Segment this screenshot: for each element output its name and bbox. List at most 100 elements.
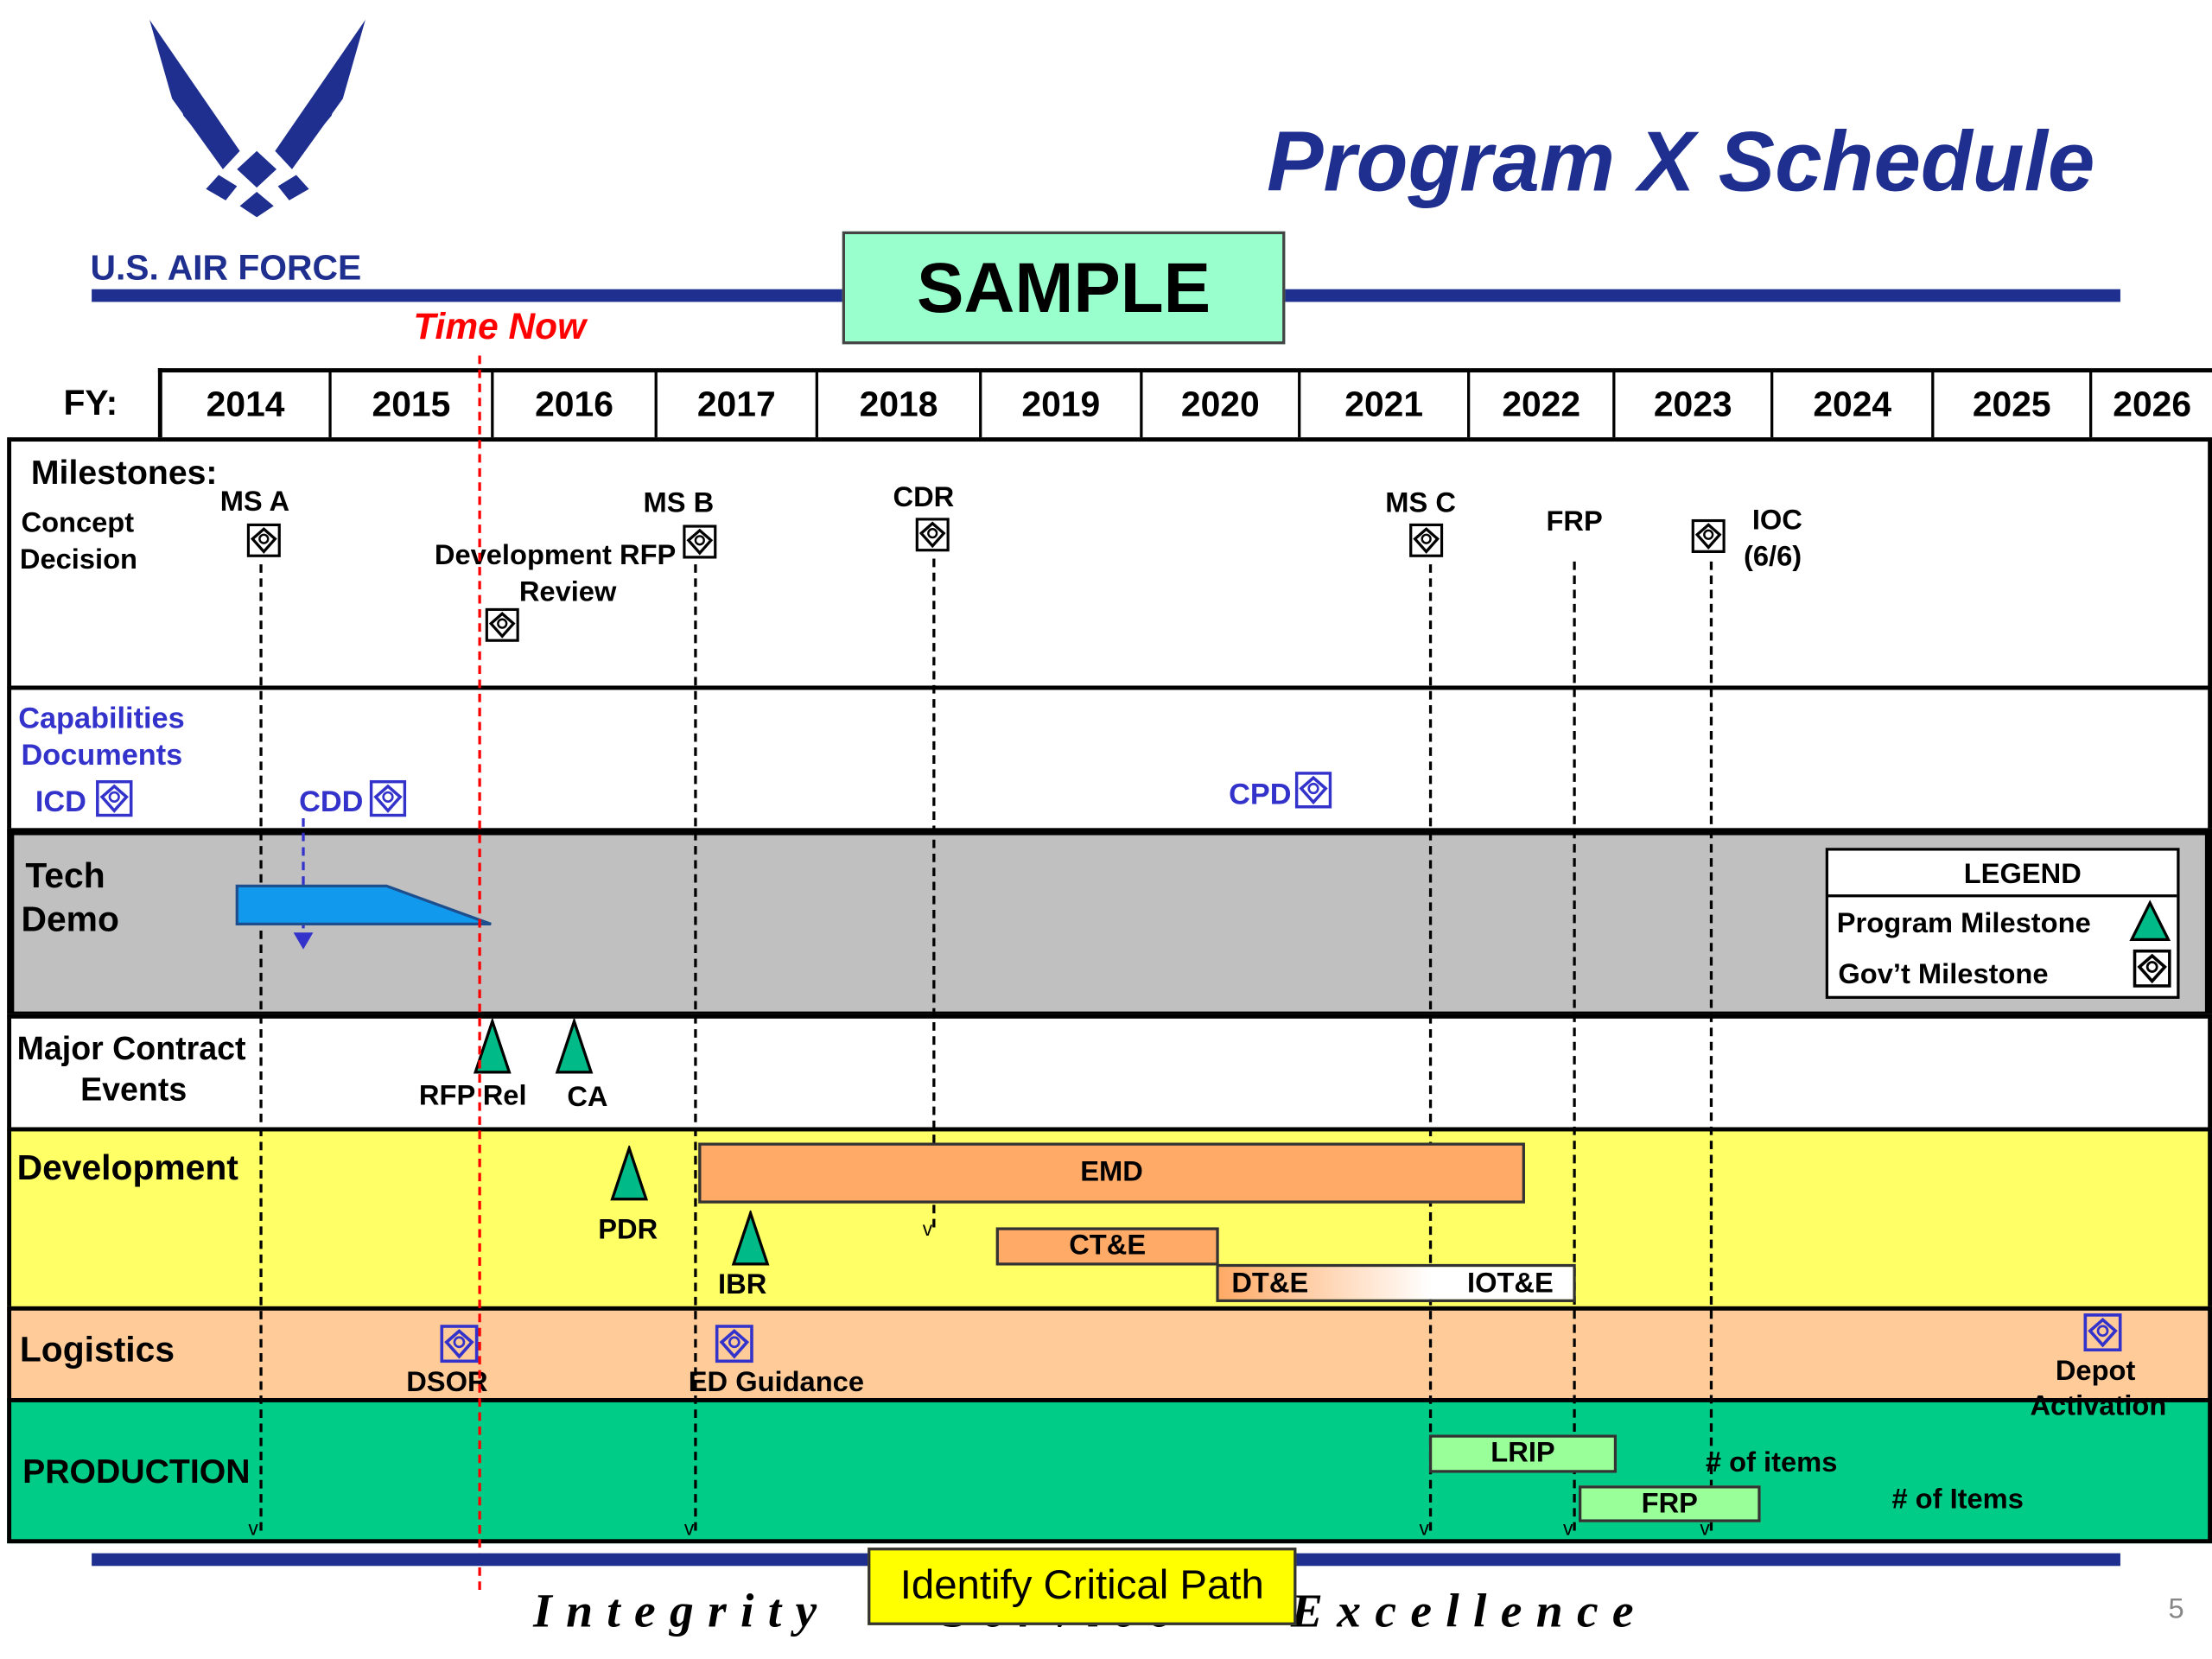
row-label-logistics: Logistics [19, 1330, 175, 1370]
govt-milestone-icon [2083, 1313, 2122, 1352]
depot-activation-label: Activation [2030, 1390, 2167, 1422]
icd-label: ICD [35, 785, 86, 818]
arrow-down-icon: v [1700, 1516, 1710, 1540]
year-cell: 2020 [1140, 371, 1298, 439]
frp-production-bar: FRP [1578, 1485, 1761, 1522]
govt-milestone-icon [1691, 518, 1726, 554]
motto-integrity: Integrity [533, 1586, 831, 1638]
year-cell: 2022 [1467, 371, 1612, 439]
arrow-down-icon: v [1419, 1516, 1429, 1540]
year-cell: 2025 [1931, 371, 2089, 439]
cte-bar: CT&E [995, 1227, 1219, 1266]
ms-a-dashed-line [259, 564, 263, 1531]
govt-milestone-icon [915, 518, 950, 552]
fy-label: FY: [63, 384, 118, 423]
govt-milestone-icon [369, 779, 407, 817]
frp-dashed-line [1573, 561, 1576, 1531]
pdr-label: PDR [598, 1214, 658, 1246]
cdd-dashed-line [302, 817, 305, 929]
items-label: # of Items [1891, 1484, 2024, 1516]
govt-milestone-icon [683, 524, 717, 559]
row-label-contract-events: Events [80, 1071, 188, 1108]
ms-c-label: MS C [1385, 487, 1456, 519]
year-cell: 2016 [491, 371, 654, 439]
ed-guidance-label: ED Guidance [688, 1367, 865, 1399]
development-rfp-review-label: Development RFP [434, 540, 677, 572]
ioc-label: IOC [1751, 505, 1802, 537]
legend-title: LEGEND [1963, 859, 2082, 891]
row-label-tech-demo: Tech [25, 856, 105, 896]
triangle-milestone-icon [610, 1145, 649, 1201]
row-label-production: PRODUCTION [22, 1452, 251, 1491]
row-label-tech-demo: Demo [21, 899, 119, 940]
arrow-down-icon: v [1563, 1516, 1573, 1540]
emd-bar: EMD [698, 1142, 1525, 1204]
govt-milestone-icon [96, 779, 133, 817]
arrow-down-icon [293, 932, 314, 950]
govt-milestone-icon [1294, 772, 1332, 809]
items-label: # of items [1705, 1447, 1838, 1479]
org-name: U.S. AIR FORCE [90, 248, 362, 289]
contract-events-row [7, 1014, 2212, 1132]
concept-decision-label: Concept [21, 507, 135, 539]
legend-box [1825, 848, 2180, 999]
year-cell: 2023 [1612, 371, 1770, 439]
time-now-label: Time Now [413, 304, 587, 347]
arrow-down-icon: v [248, 1516, 258, 1540]
year-cell: 2019 [979, 371, 1140, 439]
triangle-milestone-icon [473, 1018, 512, 1074]
concept-decision-label: Decision [19, 544, 137, 576]
ms-b-label: MS B [643, 487, 715, 519]
ca-label: CA [567, 1082, 608, 1114]
year-cell: 2018 [815, 371, 979, 439]
year-cell: 2015 [328, 371, 491, 439]
ms-a-label: MS A [219, 486, 290, 518]
govt-milestone-icon [485, 607, 519, 642]
govt-milestone-icon [715, 1325, 753, 1363]
legend-program-milestone: Program Milestone [1836, 908, 2091, 940]
triangle-milestone-icon [2129, 899, 2171, 942]
dte-label: DT&E [1231, 1268, 1309, 1300]
govt-milestone-icon [246, 523, 281, 557]
row-label-contract-events: Major Contract [16, 1029, 246, 1067]
arrow-down-icon: v [683, 1516, 695, 1540]
legend-divider [1827, 894, 2177, 898]
critical-path-box: Identify Critical Path [868, 1548, 1297, 1625]
year-cell: 2017 [654, 371, 816, 439]
ioc-label: (6/6) [1744, 541, 1802, 573]
page-number: 5 [2168, 1593, 2184, 1625]
production-row [7, 1398, 2212, 1544]
tech-demo-bar [235, 884, 492, 926]
ms-c-dashed-line [1428, 564, 1433, 1531]
ms-b-dashed-line [694, 564, 697, 1531]
development-rfp-review-label: Review [518, 576, 617, 608]
lrip-bar: LRIP [1428, 1434, 1618, 1473]
govt-milestone-icon [440, 1325, 479, 1363]
air-force-wings-logo [149, 19, 365, 218]
triangle-milestone-icon [555, 1018, 594, 1074]
rfp-rel-label: RFP Rel [418, 1080, 527, 1112]
year-cell: 2024 [1770, 371, 1931, 439]
cdr-dashed-line [932, 558, 936, 1228]
ibr-label: IBR [718, 1269, 767, 1301]
govt-milestone-icon [2133, 949, 2171, 988]
year-cell: 2026 [2089, 371, 2212, 439]
cdr-label: CDR [893, 482, 955, 514]
iote-label: IOT&E [1467, 1268, 1554, 1300]
dsor-label: DSOR [406, 1367, 488, 1399]
frp-milestone-label: FRP [1546, 506, 1603, 538]
year-cell: 2021 [1298, 371, 1467, 439]
milestones-row [7, 437, 2212, 690]
row-label-capabilities: Capabilities [18, 702, 185, 735]
logistics-row [7, 1306, 2212, 1402]
arrow-down-icon: v [922, 1217, 933, 1241]
depot-activation-label: Depot [2055, 1356, 2136, 1387]
motto-excellence: Excellence [1290, 1586, 1648, 1638]
row-label-milestones: Milestones: [30, 454, 218, 493]
ioc-dashed-line [1709, 561, 1713, 1531]
page-title: Program X Schedule [1267, 114, 2095, 209]
sample-box: SAMPLE [842, 231, 1286, 345]
dte-iote-bar [1216, 1263, 1576, 1302]
year-header [157, 368, 2212, 442]
